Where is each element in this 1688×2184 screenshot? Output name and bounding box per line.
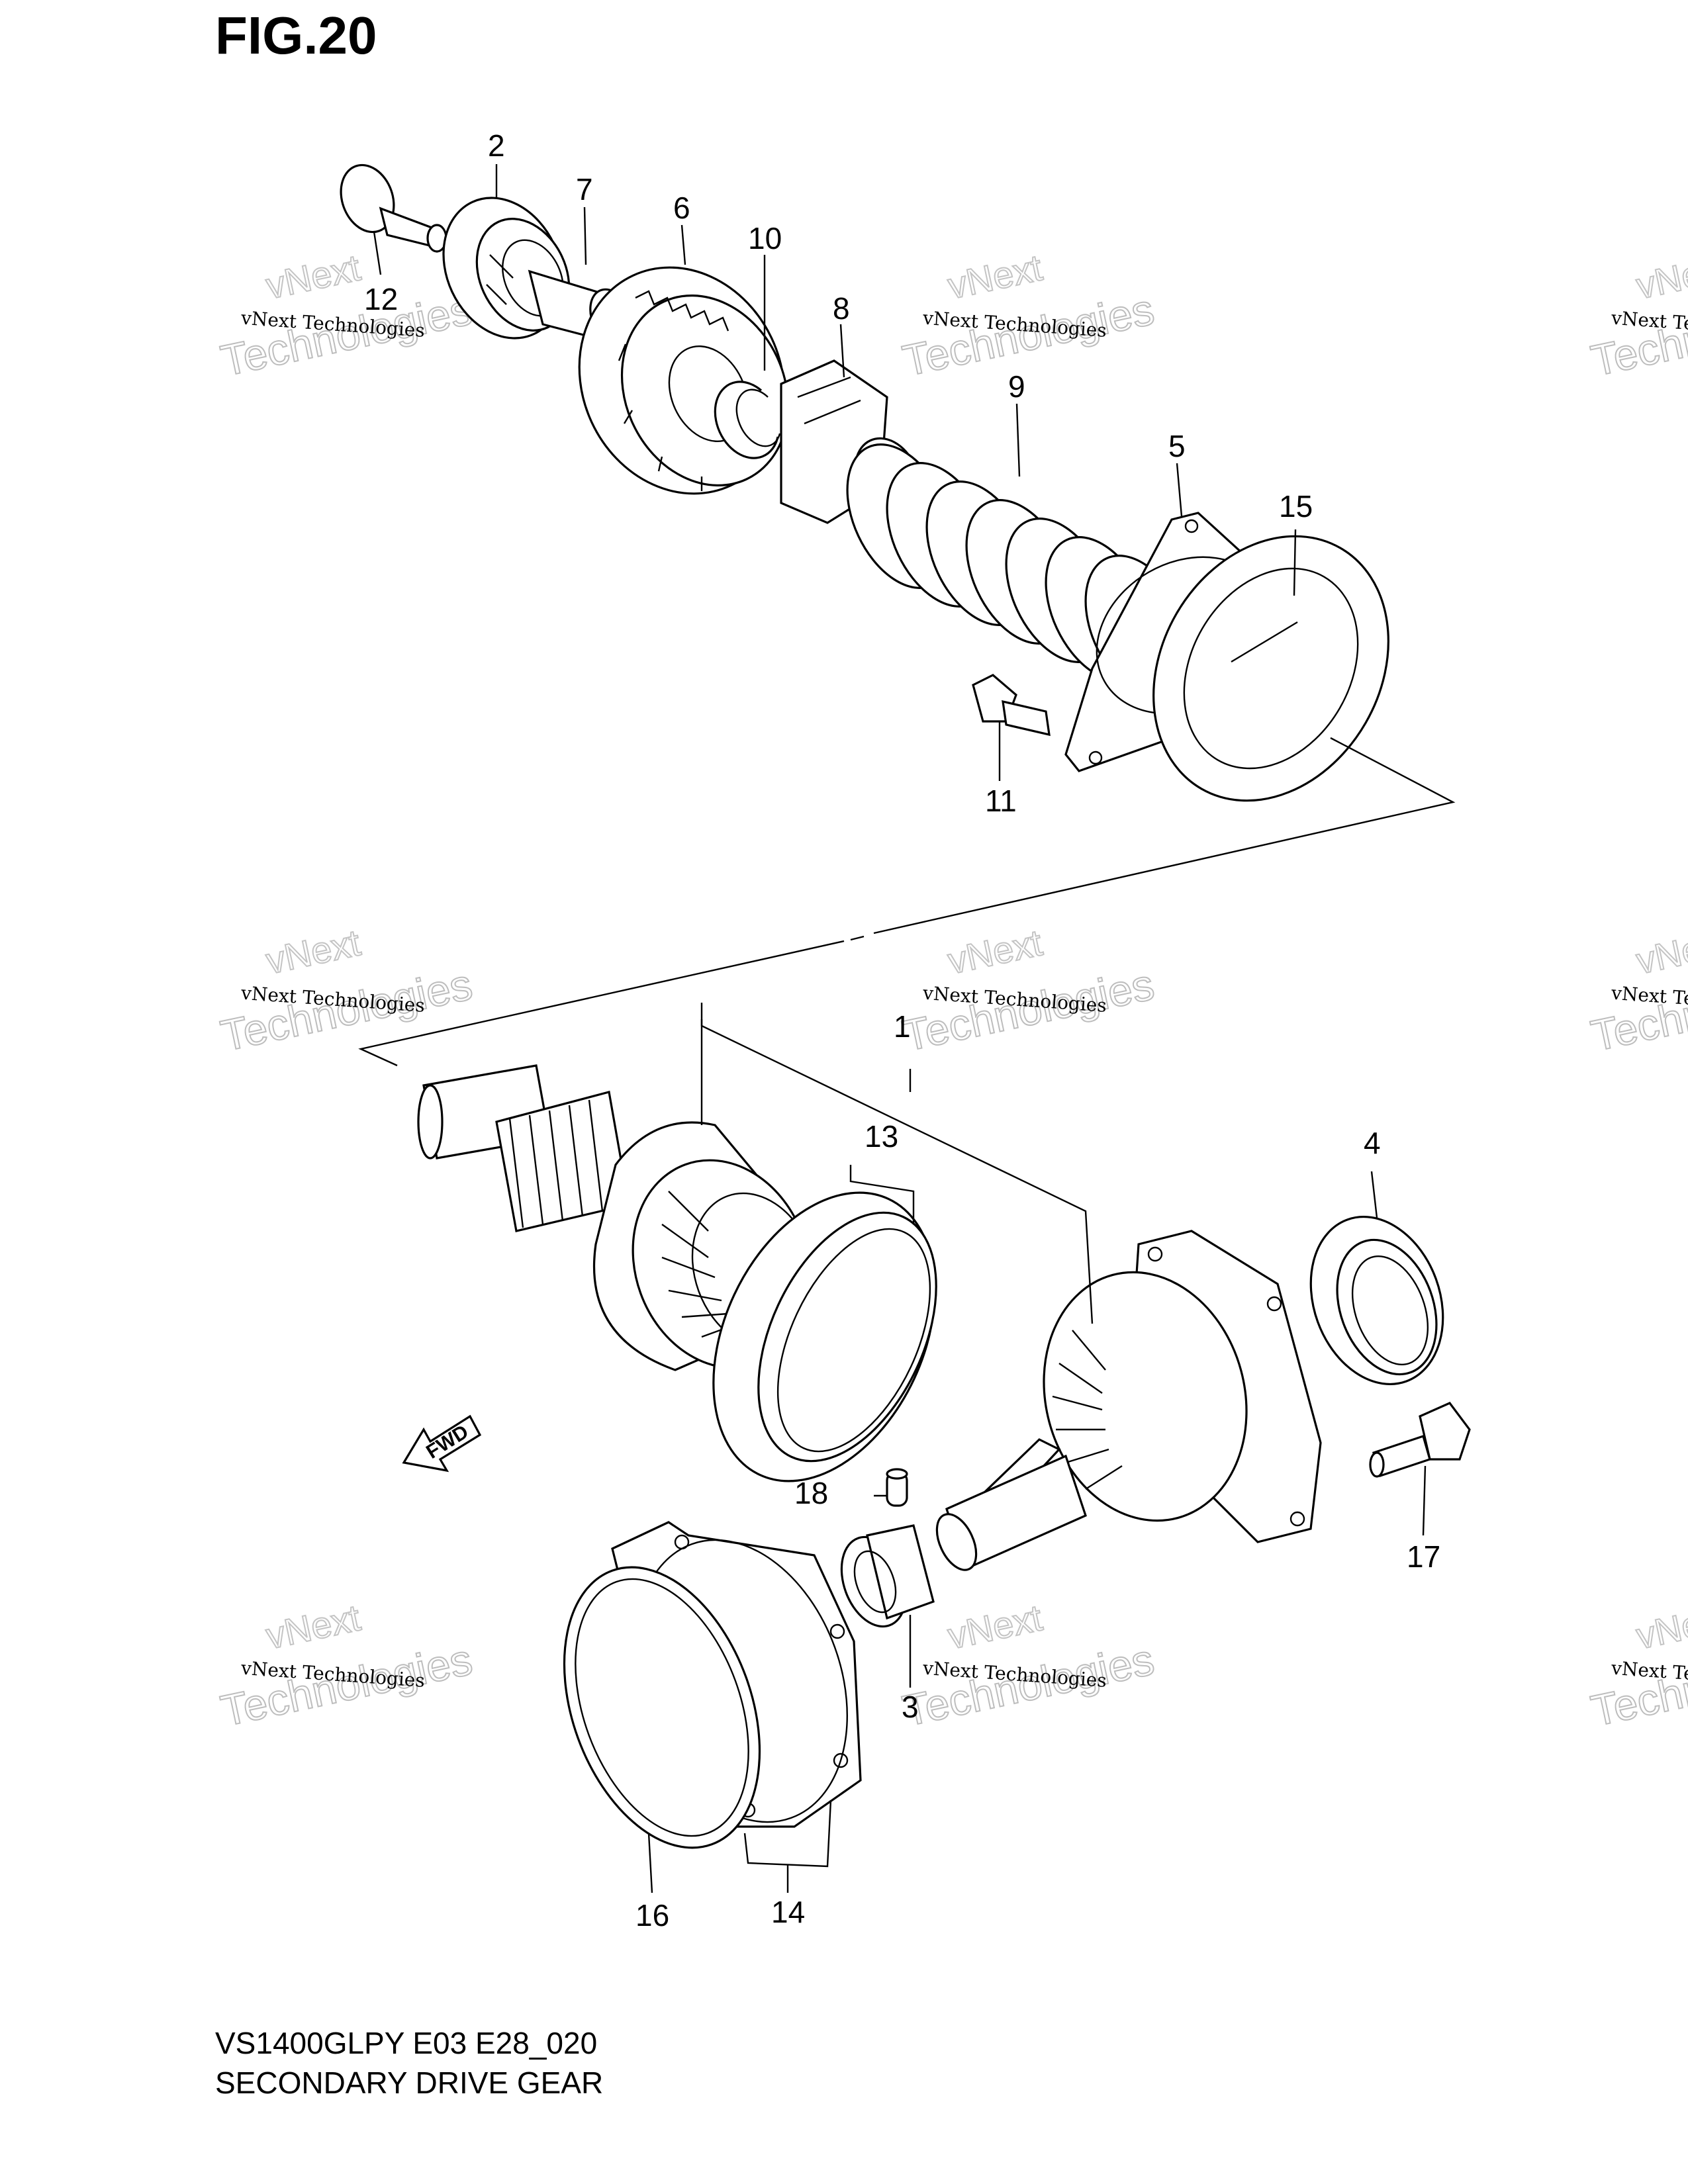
watermark-word-vnext: vNext xyxy=(1632,246,1688,306)
part-13-shim xyxy=(712,1191,937,1482)
part-15-shim xyxy=(1152,535,1389,802)
model-code: VS1400GLPY E03 E28_020 xyxy=(215,2026,598,2060)
watermark-word-vnext: vNext xyxy=(262,921,364,981)
callout-6: 6 xyxy=(673,191,690,225)
callout-17: 17 xyxy=(1407,1539,1440,1574)
callout-15: 15 xyxy=(1279,489,1313,523)
watermark-word-vnext: vNext xyxy=(1632,921,1688,981)
callout-3: 3 xyxy=(902,1690,919,1724)
watermark-word-vnext: vNext xyxy=(262,1596,364,1657)
part-11-bolt xyxy=(972,674,1051,737)
callout-12: 12 xyxy=(364,282,398,316)
callout-18: 18 xyxy=(794,1476,828,1510)
part-3-bearing xyxy=(840,1524,935,1628)
callout-9: 9 xyxy=(1008,369,1025,404)
part-4-oil-seal xyxy=(1309,1215,1444,1386)
watermark-word-vnext: vNext xyxy=(1632,1596,1688,1657)
callout-8: 8 xyxy=(833,291,850,326)
part-10-circlip xyxy=(714,381,781,459)
watermark-word-vnext: vNext xyxy=(944,921,1046,981)
section-title: SECONDARY DRIVE GEAR xyxy=(215,2066,604,2100)
callout-4: 4 xyxy=(1364,1126,1381,1160)
part-6-gear xyxy=(578,266,790,495)
part-18-dowel xyxy=(886,1468,908,1507)
callout-5: 5 xyxy=(1168,429,1186,463)
fwd-arrow-icon xyxy=(402,1414,482,1473)
watermark-word-vnext: vNext xyxy=(944,246,1046,306)
callout-13: 13 xyxy=(865,1119,898,1154)
axis-lines xyxy=(358,737,1456,1067)
callout-labels: 1 2 3 4 5 6 7 8 9 10 11 12 13 14 15 16 1… xyxy=(364,128,1440,1933)
callout-10: 10 xyxy=(748,221,782,255)
callout-1: 1 xyxy=(894,1009,911,1044)
part-1-gear-housing xyxy=(935,1230,1322,1571)
part-17-bolt xyxy=(1369,1402,1471,1478)
leader-lines xyxy=(373,164,1427,1893)
callout-11: 11 xyxy=(985,784,1017,818)
callout-16: 16 xyxy=(635,1898,669,1933)
callout-14: 14 xyxy=(771,1895,805,1929)
part-12-bolt xyxy=(340,163,447,253)
callout-2: 2 xyxy=(488,128,505,163)
watermark-word-vnext: vNext xyxy=(262,246,364,306)
watermark-word-vnext: vNext xyxy=(944,1596,1046,1657)
callout-7: 7 xyxy=(576,172,593,206)
figure-title: FIG.20 xyxy=(215,6,377,65)
part-16-o-ring xyxy=(563,1566,761,1849)
